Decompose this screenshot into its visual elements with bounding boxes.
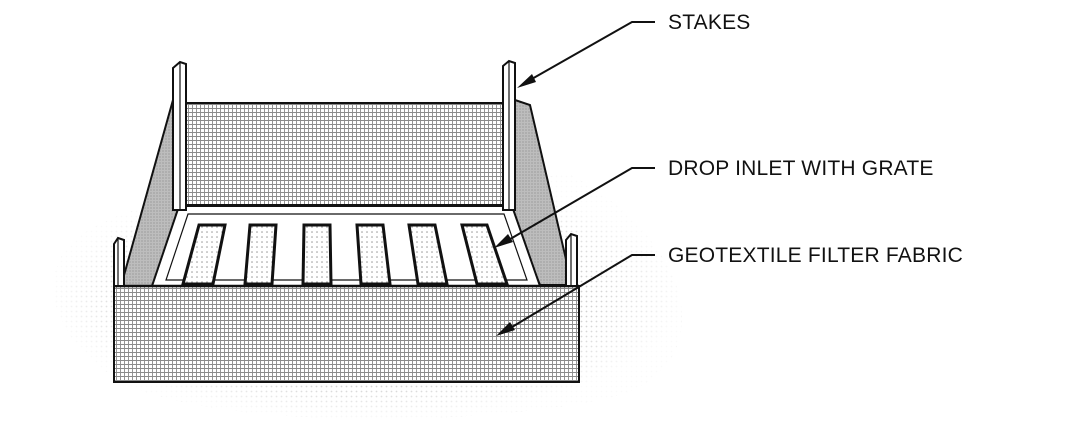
- grate-slot: [181, 223, 227, 286]
- grate-slot: [301, 223, 333, 286]
- drop-inlet-callout: DROP INLET WITH GRATE: [494, 157, 934, 248]
- back-left-stake: [172, 60, 187, 211]
- geotextile-label: GEOTEXTILE FILTER FABRIC: [668, 244, 963, 267]
- stakes-callout: STAKES: [517, 11, 751, 88]
- drop-inlet-label: DROP INLET WITH GRATE: [668, 157, 934, 180]
- grate-slot: [407, 223, 449, 286]
- drop-inlet-leader-line: [499, 167, 655, 246]
- front-right-stake: [565, 232, 578, 287]
- front-fabric-panel: [113, 285, 580, 383]
- stakes-leader-line: [522, 21, 655, 85]
- stakes-label: STAKES: [668, 11, 751, 34]
- grate-slot: [243, 223, 278, 286]
- stakes-arrowhead: [517, 74, 536, 88]
- back-right-stake: [502, 59, 516, 211]
- drop-inlet-grate: [181, 223, 510, 286]
- grate-slot: [460, 223, 510, 286]
- front-left-stake: [113, 236, 125, 287]
- geotextile-arrowhead: [496, 322, 515, 336]
- back-fabric-panel: [185, 102, 507, 206]
- drop-inlet-inner-edge: [165, 213, 528, 281]
- geotextile-leader-line: [501, 254, 655, 334]
- geotextile-callout: GEOTEXTILE FILTER FABRIC: [496, 244, 963, 336]
- grate-slot: [355, 223, 392, 286]
- drop-inlet-arrowhead: [494, 234, 513, 248]
